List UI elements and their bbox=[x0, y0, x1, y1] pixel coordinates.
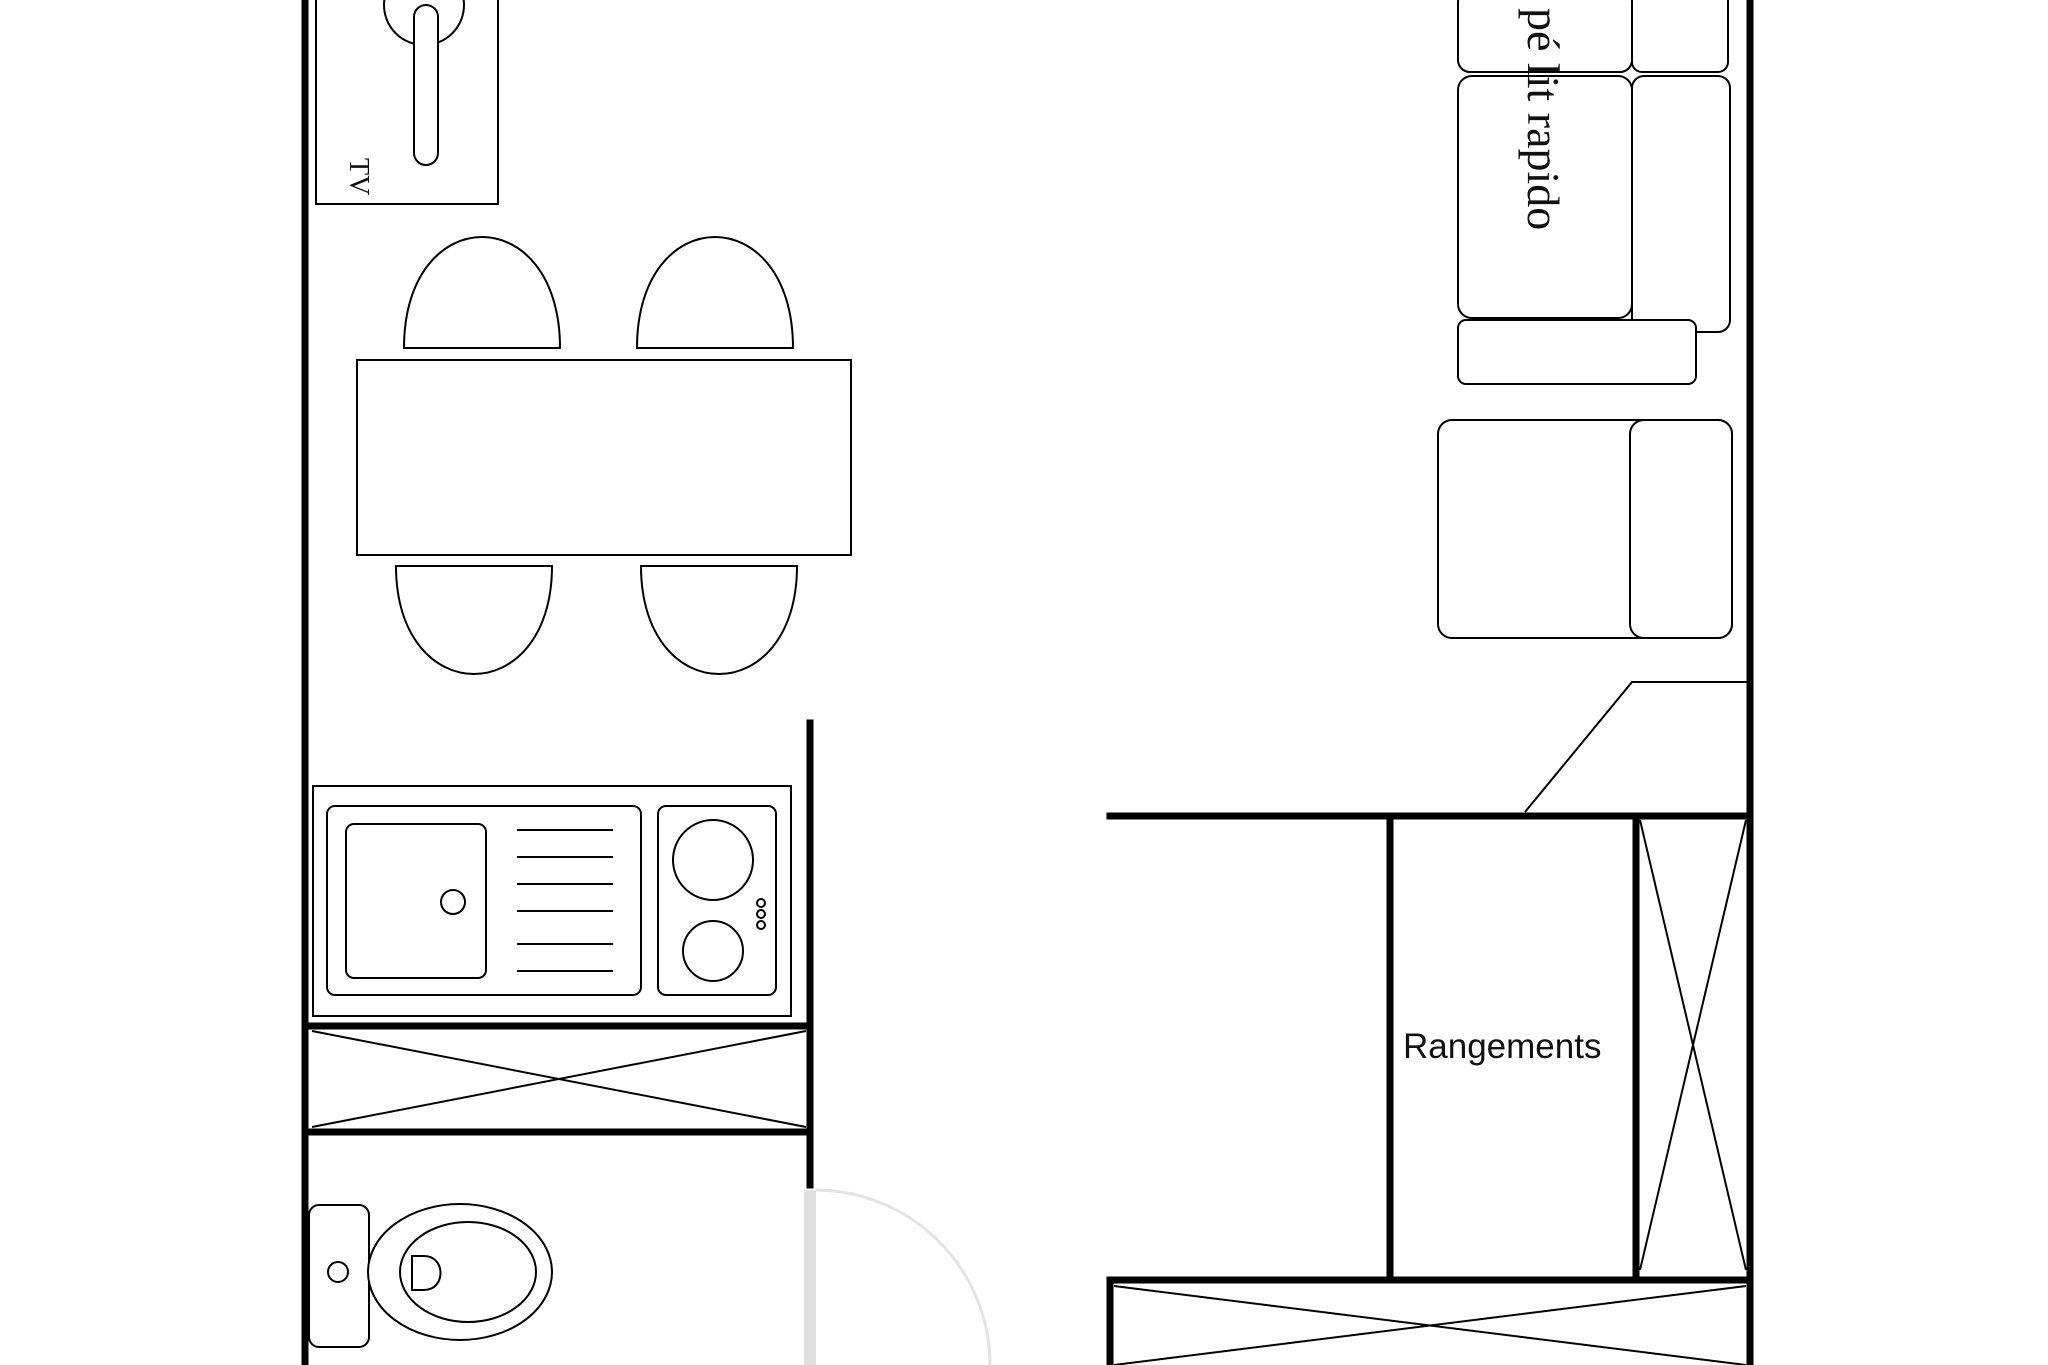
sofa-back-main bbox=[1631, 75, 1731, 333]
flush-button bbox=[327, 1261, 349, 1283]
sink-basin bbox=[345, 823, 487, 979]
storage-label: Rangements bbox=[1403, 1027, 1601, 1066]
drainboard bbox=[517, 829, 613, 972]
tv-label: TV bbox=[343, 158, 374, 195]
sofa-base bbox=[1457, 319, 1697, 385]
knob bbox=[756, 898, 766, 908]
closet-area: Rangements bbox=[1106, 681, 1754, 1365]
door-arc bbox=[815, 1188, 992, 1365]
chair-bottom-left bbox=[394, 565, 554, 675]
wc bbox=[308, 1203, 553, 1348]
dining-set bbox=[356, 236, 852, 675]
lower-storage-cross bbox=[1113, 1285, 1747, 1365]
sofa-bed-label: pé lit rapido bbox=[1518, 8, 1569, 230]
sofa-seat-top bbox=[1457, 0, 1633, 73]
toilet-seat-opening bbox=[399, 1221, 537, 1323]
chair-bottom-right bbox=[639, 565, 799, 675]
door-leaf bbox=[804, 1190, 816, 1365]
kitchenette bbox=[312, 719, 814, 1189]
sink-drain bbox=[440, 889, 466, 915]
chair-top-left bbox=[402, 236, 562, 349]
toilet-seat-mark bbox=[411, 1255, 442, 1291]
burner-large bbox=[672, 819, 754, 901]
armchair bbox=[1437, 419, 1733, 639]
knob bbox=[756, 920, 766, 930]
wardrobe-cross bbox=[1639, 819, 1747, 1271]
burner-small bbox=[682, 920, 744, 982]
dining-table bbox=[356, 359, 852, 556]
tv-cabinet: TV bbox=[315, 0, 499, 205]
sofa-bed: pé lit rapido bbox=[1457, 0, 1731, 385]
kitchen-storage bbox=[301, 1022, 814, 1136]
closet-angled-edge bbox=[1524, 681, 1750, 813]
door-swing bbox=[804, 1188, 992, 1365]
chair-top-right bbox=[635, 236, 795, 349]
knob bbox=[756, 909, 766, 919]
sofa-back-top bbox=[1631, 0, 1729, 73]
